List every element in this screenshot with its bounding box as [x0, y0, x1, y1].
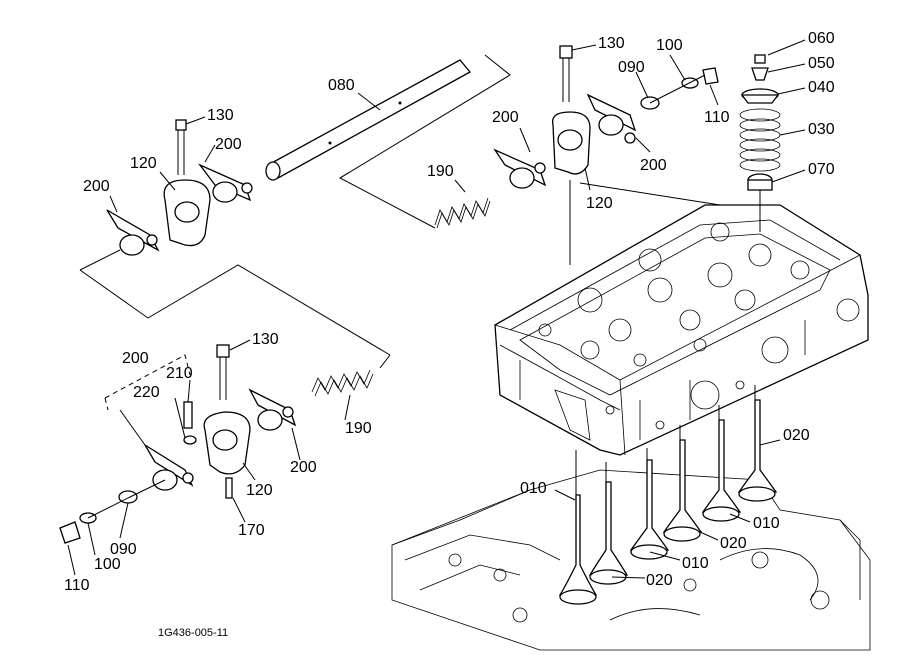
adjust-screw	[183, 401, 197, 445]
cylinder-head	[494, 204, 869, 456]
callout-110: 110	[64, 577, 90, 594]
assembly-lines	[79, 54, 761, 519]
figure-code: 1G436-005-11	[158, 627, 229, 639]
valve-5	[701, 419, 742, 522]
callout-020: 020	[720, 535, 747, 552]
callout-170: 170	[238, 522, 265, 539]
callout-130: 130	[252, 331, 279, 348]
callout-010: 010	[753, 515, 780, 532]
callout-040: 040	[808, 79, 835, 96]
callout-070: 070	[808, 161, 835, 178]
callout-190: 190	[427, 163, 454, 180]
rocker-arm-lower-a	[248, 388, 297, 431]
rocker-bracket-left	[163, 119, 211, 247]
callout-200: 200	[122, 350, 149, 367]
callout-010: 010	[682, 555, 709, 572]
rocker-arm-lower-b	[144, 444, 194, 491]
callout-050: 050	[808, 55, 835, 72]
callout-090: 090	[110, 541, 137, 558]
callout-200: 200	[492, 109, 519, 126]
engine-block	[391, 469, 871, 651]
rocker-bracket-lower	[203, 344, 251, 475]
callout-200: 200	[290, 459, 317, 476]
callout-110: 110	[704, 109, 730, 126]
callout-030: 030	[808, 121, 835, 138]
rocker-arm-upper-d	[586, 93, 637, 144]
rocker-spring-upper	[434, 197, 491, 229]
valve-4	[662, 439, 703, 542]
valve-2	[588, 481, 629, 585]
valves	[558, 399, 778, 605]
pin-170	[225, 477, 233, 499]
valve-3	[629, 459, 670, 560]
callout-120: 120	[246, 482, 273, 499]
callout-010: 010	[520, 480, 547, 497]
valve-1	[558, 494, 598, 605]
callout-060: 060	[808, 30, 835, 47]
valve-6	[737, 399, 778, 502]
rocker-shaft	[265, 59, 472, 181]
rocker-arm-upper-a	[197, 163, 253, 203]
callout-190: 190	[345, 420, 372, 437]
callout-120: 120	[586, 195, 613, 212]
callout-200: 200	[83, 178, 110, 195]
callout-120: 120	[130, 155, 157, 172]
callout-020: 020	[646, 572, 673, 589]
valve-spring	[739, 108, 781, 172]
rocker-spring-lower	[311, 369, 374, 397]
callout-130: 130	[207, 107, 234, 124]
valve-spring-assembly	[739, 54, 781, 215]
rocker-bracket-right	[551, 45, 591, 175]
callout-220: 220	[133, 384, 160, 401]
callout-090: 090	[618, 59, 645, 76]
callout-130: 130	[598, 35, 625, 52]
callout-200: 200	[640, 157, 667, 174]
rocker-arm-upper-c	[493, 148, 547, 189]
rocker-arm-upper-b	[106, 209, 160, 256]
callout-100: 100	[656, 37, 683, 54]
callout-020: 020	[783, 427, 810, 444]
callout-080: 080	[328, 77, 355, 94]
callout-210: 210	[166, 365, 193, 382]
callout-100: 100	[94, 556, 121, 573]
callout-200: 200	[215, 136, 242, 153]
leader-lines	[67, 39, 806, 579]
